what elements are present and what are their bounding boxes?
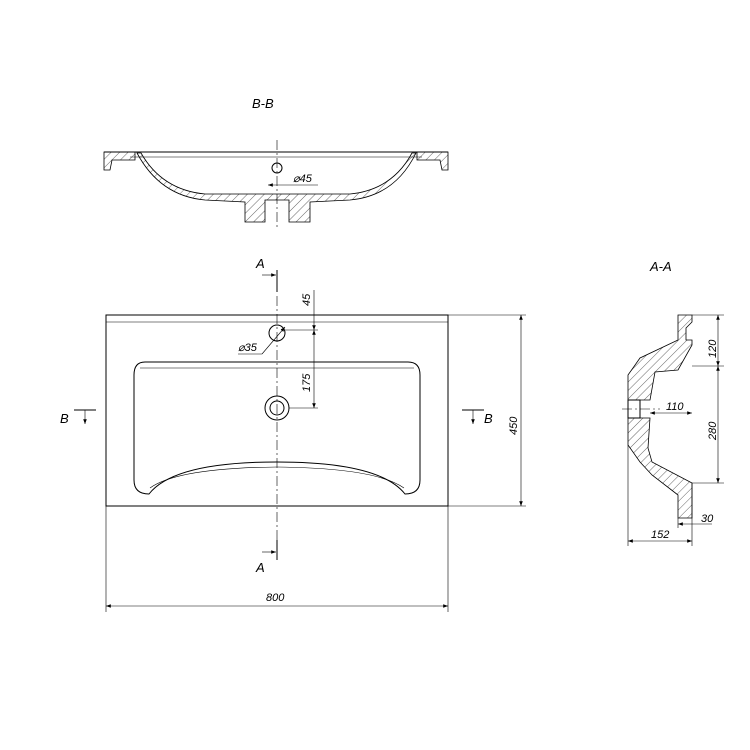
dim-aa-top: 120 (707, 339, 719, 358)
dim-aa-total-height: 152 (651, 529, 669, 541)
dim-width: 800 (266, 592, 285, 604)
section-aa-title: A-A (649, 259, 672, 274)
dim-aa-drain-depth: 110 (666, 401, 684, 413)
dim-tap-to-drain: 175 (301, 373, 313, 392)
marker-b-right: B (484, 411, 493, 426)
marker-a-top: A (255, 256, 265, 271)
dim-aa-rim: 30 (701, 513, 714, 525)
dim-aa-bowl: 280 (707, 421, 719, 441)
section-aa: A-A 120 280 110 30 152 (622, 259, 724, 546)
dim-tap-offset: 45 (301, 293, 313, 306)
marker-a-bottom: A (255, 560, 265, 575)
top-view: A A B B 800 450 45 175 ⌀35 (60, 256, 526, 612)
dim-depth: 450 (508, 416, 520, 435)
dim-tap-diameter: ⌀35 (238, 342, 258, 354)
dim-drain-diameter: ⌀45 (293, 173, 313, 185)
section-bb: B-B ⌀45 (103, 96, 449, 230)
section-bb-title: B-B (252, 96, 274, 111)
marker-b-left: B (60, 411, 69, 426)
